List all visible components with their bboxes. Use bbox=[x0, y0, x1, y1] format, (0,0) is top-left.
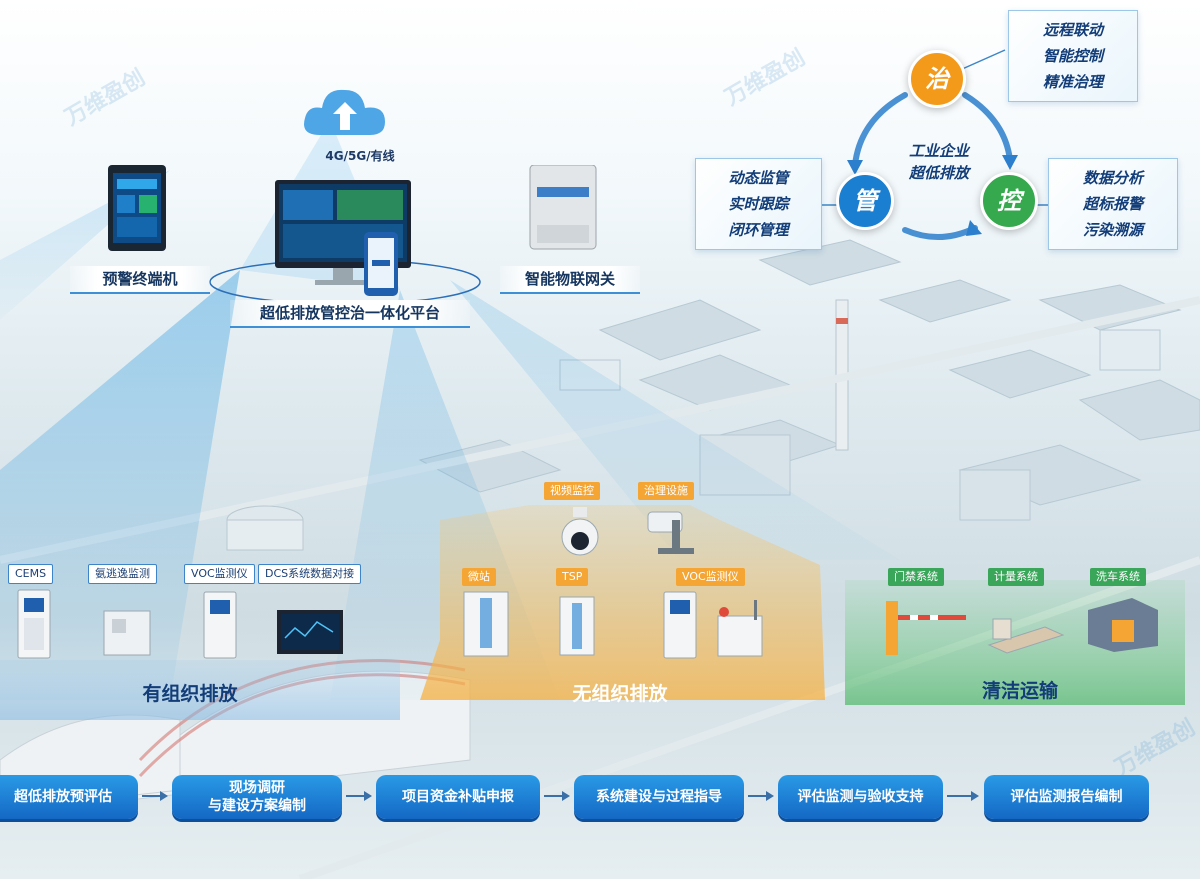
info-line: 数据分析 bbox=[1082, 169, 1143, 187]
tag-voc-monitor: VOC监测仪 bbox=[184, 564, 255, 584]
info-box-zhi: 远程联动 智能控制 精准治理 bbox=[1008, 10, 1138, 102]
tag-access-control: 门禁系统 bbox=[888, 568, 944, 586]
tag-cems: CEMS bbox=[8, 564, 54, 584]
process-step-text: 评估监测报告编制 bbox=[1010, 789, 1123, 805]
micro-station-image bbox=[463, 591, 509, 657]
process-arrow bbox=[544, 791, 570, 801]
tag-tsp: TSP bbox=[556, 568, 589, 586]
tag-weighing: 计量系统 bbox=[988, 568, 1044, 586]
process-step-6: 评估监测报告编制 bbox=[984, 775, 1149, 819]
device-label-warning-terminal: 预警终端机 bbox=[70, 266, 210, 294]
process-arrow bbox=[947, 791, 979, 801]
ptz-camera-image bbox=[561, 507, 599, 556]
process-arrow bbox=[346, 791, 372, 801]
dcs-monitor-image bbox=[277, 610, 343, 654]
info-box-kong: 数据分析 超标报警 污染溯源 bbox=[1048, 158, 1178, 250]
process-step-text: 系统建设与过程指导 bbox=[596, 789, 722, 805]
governance-center-title: 工业企业 超低排放 bbox=[884, 140, 994, 184]
info-line: 动态监管 bbox=[728, 169, 789, 187]
air-monitor-station-image bbox=[717, 600, 763, 657]
info-line: 超标报警 bbox=[1082, 195, 1143, 213]
zone-title-organized: 有组织排放 bbox=[142, 683, 238, 705]
governance-node-guan: 管 bbox=[836, 172, 894, 230]
platform-title: 超低排放管控治一体化平台 bbox=[230, 300, 470, 328]
cems-cabinet-image bbox=[17, 589, 51, 659]
iot-gateway-image bbox=[529, 165, 597, 250]
zone-title-transport: 清洁运输 bbox=[981, 680, 1058, 702]
process-step-4: 系统建设与过程指导 bbox=[574, 775, 744, 819]
tsp-monitor-image bbox=[559, 596, 595, 656]
ammonia-analyzer-image bbox=[103, 610, 151, 656]
info-line: 精准治理 bbox=[1042, 73, 1103, 91]
truck-scale-image bbox=[987, 618, 1065, 654]
tag-dcs: DCS系统数据对接 bbox=[258, 564, 362, 584]
info-line: 远程联动 bbox=[1042, 21, 1103, 39]
voc-cabinet-image bbox=[203, 591, 237, 659]
network-label: 4G/5G/有线 bbox=[325, 149, 395, 163]
tag-video-surveillance: 视频监控 bbox=[544, 482, 600, 500]
info-line: 智能控制 bbox=[1042, 47, 1103, 65]
voc-monitor-cabinet-image bbox=[663, 591, 697, 659]
info-line: 闭环管理 bbox=[728, 221, 789, 239]
process-step-text: 项目资金补贴申报 bbox=[402, 789, 514, 805]
governance-node-zhi: 治 bbox=[908, 50, 966, 108]
warning-terminal-image bbox=[108, 165, 166, 251]
mobile-phone-image bbox=[364, 232, 398, 296]
process-step-5: 评估监测与验收支持 bbox=[778, 775, 943, 819]
info-line: 污染溯源 bbox=[1082, 221, 1143, 239]
center-title-line1: 工业企业 bbox=[908, 142, 969, 160]
info-box-guan: 动态监管 实时跟踪 闭环管理 bbox=[695, 158, 822, 250]
process-arrow bbox=[142, 791, 168, 801]
tag-truck-wash: 洗车系统 bbox=[1090, 568, 1146, 586]
info-line: 实时跟踪 bbox=[728, 195, 789, 213]
fog-cannon-image bbox=[647, 511, 694, 554]
cloud-icon bbox=[304, 89, 385, 135]
process-step-2: 现场调研 与建设方案编制 bbox=[172, 775, 342, 819]
process-step-text: 超低排放预评估 bbox=[14, 789, 112, 805]
process-step-text: 现场调研 与建设方案编制 bbox=[208, 780, 306, 814]
zone-title-unorganized: 无组织排放 bbox=[572, 683, 668, 705]
process-step-1: 超低排放预评估 bbox=[0, 775, 138, 819]
truck-wash-image bbox=[1088, 598, 1158, 652]
governance-node-kong: 控 bbox=[980, 172, 1038, 230]
process-arrow bbox=[748, 791, 774, 801]
process-step-text: 评估监测与验收支持 bbox=[797, 789, 924, 805]
device-label-iot-gateway: 智能物联网关 bbox=[500, 266, 640, 294]
tag-ammonia-slip: 氨逃逸监测 bbox=[88, 564, 157, 584]
process-step-3: 项目资金补贴申报 bbox=[376, 775, 540, 819]
tag-treatment-facility: 治理设施 bbox=[638, 482, 694, 500]
center-title-line2: 超低排放 bbox=[908, 164, 969, 182]
gate-barrier-image bbox=[886, 601, 966, 655]
tag-micro-station: 微站 bbox=[462, 568, 496, 586]
tag-voc-monitor-unorganized: VOC监测仪 bbox=[676, 568, 745, 586]
